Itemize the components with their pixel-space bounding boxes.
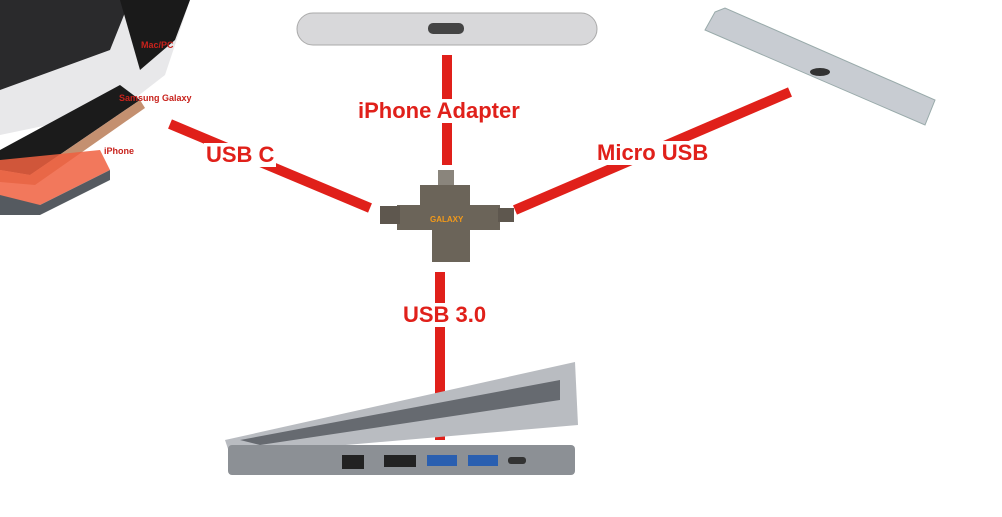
usb-c-label: USB C	[204, 142, 277, 167]
iphone-bottom-image	[296, 12, 598, 46]
iphone-adapter-label: iPhone Adapter	[356, 98, 522, 123]
mac-label: Mac/PC	[141, 40, 174, 50]
samsung-label: Samsung Galaxy	[119, 93, 192, 103]
galaxy-logo: GALAXY	[430, 215, 463, 224]
adapter-image	[380, 170, 514, 262]
logo-text: GALAXY	[430, 215, 464, 224]
iphone-label: iPhone	[104, 146, 135, 156]
macbook-image	[0, 0, 190, 135]
micro-usb-phone-image	[704, 7, 936, 126]
usb3-label: USB 3.0	[401, 302, 489, 327]
laptop-image	[225, 362, 578, 475]
micro-usb-label: Micro USB	[595, 140, 711, 165]
iphone-image	[0, 150, 110, 215]
